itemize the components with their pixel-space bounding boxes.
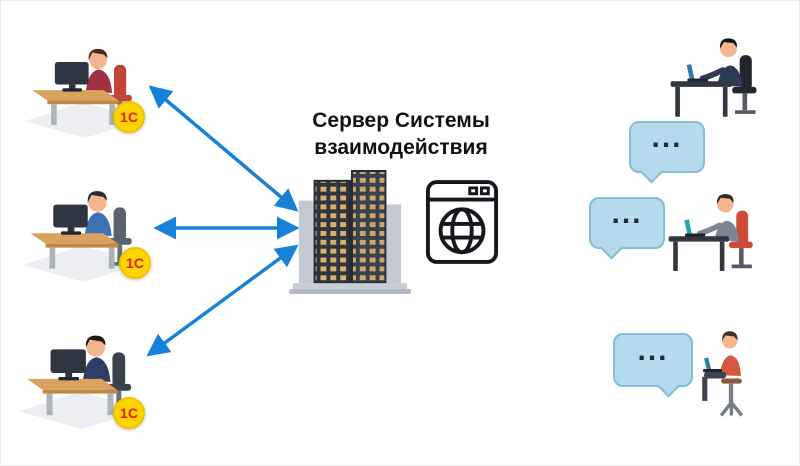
chat-bubble-text: ... bbox=[611, 197, 643, 230]
browser-globe-icon bbox=[425, 180, 499, 264]
arrow-workstation1-server bbox=[148, 85, 299, 212]
chat-bubble: ... bbox=[589, 197, 665, 249]
1c-badge-label: 1С bbox=[120, 109, 138, 125]
chat-user-3-illustration bbox=[685, 325, 771, 420]
1c-badge: 1С bbox=[113, 101, 145, 133]
chat-bubble-text: ... bbox=[651, 121, 683, 154]
chat-bubble: ... bbox=[629, 121, 705, 173]
diagram-title: Сервер Системы взаимодействия bbox=[312, 109, 490, 160]
chat-bubble-text: ... bbox=[637, 334, 669, 367]
1c-badge-label: 1С bbox=[126, 255, 144, 271]
1c-badge: 1С bbox=[113, 397, 145, 429]
server-building-icon bbox=[289, 170, 411, 294]
chat-user-2-illustration bbox=[663, 185, 773, 281]
arrow-workstation3-server bbox=[146, 244, 299, 357]
chat-bubble: ... bbox=[613, 333, 693, 387]
1c-badge-label: 1С bbox=[120, 405, 138, 421]
chat-user-1-illustration bbox=[665, 29, 777, 127]
1c-badge: 1С bbox=[119, 247, 151, 279]
